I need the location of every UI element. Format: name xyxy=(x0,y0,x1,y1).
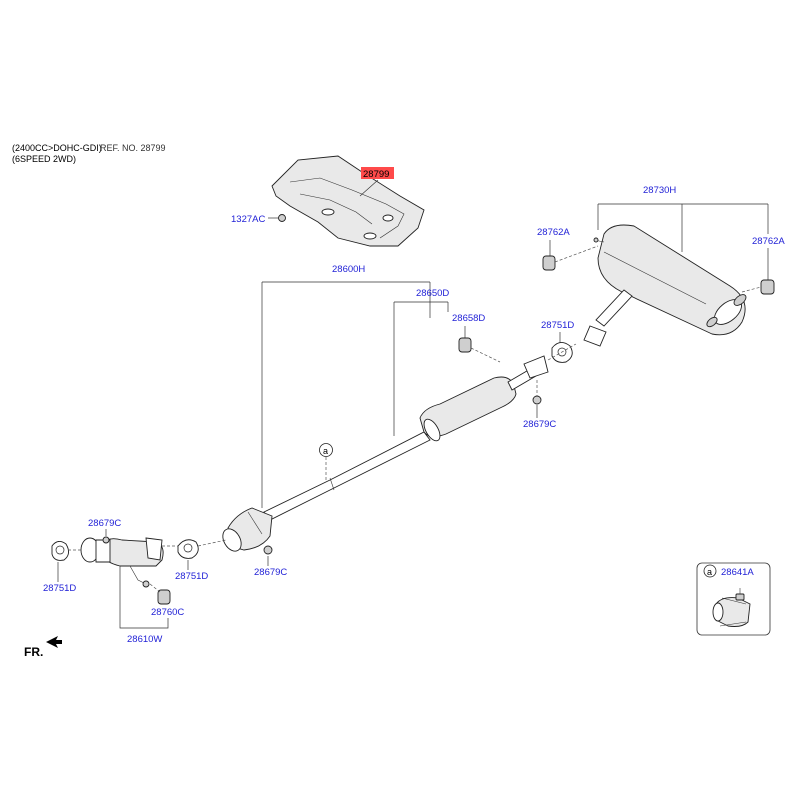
heat-protector-part[interactable] xyxy=(271,155,425,247)
gasket-part-front-left[interactable] xyxy=(51,541,69,561)
callout-gasket-front-right[interactable]: 28751D xyxy=(175,571,208,582)
callout-hanger-right[interactable]: 28762A xyxy=(752,236,785,247)
callout-gasket-front-left[interactable]: 28751D xyxy=(43,583,76,594)
gasket-part-front-right[interactable] xyxy=(177,539,199,559)
callout-nut-front-top[interactable]: 28679C xyxy=(88,518,121,529)
callout-hanger-left[interactable]: 28762A xyxy=(537,227,570,238)
front-arrow-icon xyxy=(46,636,62,648)
callout-heat-protector[interactable]: 28799 xyxy=(363,169,389,180)
nut-part-top[interactable] xyxy=(278,214,286,222)
gasket-part-rear[interactable] xyxy=(551,342,573,363)
callout-gasket-rear[interactable]: 28751D xyxy=(541,320,574,331)
callout-center-muffler[interactable]: 28650D xyxy=(416,288,449,299)
nut-part-center[interactable] xyxy=(532,395,542,405)
highlight-box xyxy=(361,167,394,179)
hanger-part-right[interactable] xyxy=(760,279,775,295)
callout-hanger-front[interactable]: 28760C xyxy=(151,607,184,618)
engine-spec-label: (2400CC>DOHC-GDI) xyxy=(12,143,102,153)
callout-center-pipe[interactable]: 28600H xyxy=(332,264,365,275)
front-pipe-part[interactable] xyxy=(80,537,164,588)
callout-nut-top[interactable]: 1327AC xyxy=(231,214,265,225)
ref-number-label: REF. NO. 28799 xyxy=(100,143,166,153)
front-direction-label: FR. xyxy=(24,645,43,659)
callout-nut-center[interactable]: 28679C xyxy=(523,419,556,430)
callout-nut-front-bottom[interactable]: 28679C xyxy=(254,567,287,578)
transmission-spec-label: (6SPEED 2WD) xyxy=(12,154,77,164)
svg-text:a: a xyxy=(323,446,328,456)
center-pipe-part[interactable] xyxy=(219,355,549,554)
nut-part-front-top[interactable] xyxy=(102,536,110,544)
callout-clamp-part[interactable]: 28641A xyxy=(721,567,754,578)
callout-hanger-center[interactable]: 28658D xyxy=(452,313,485,324)
svg-text:a: a xyxy=(707,567,712,577)
clamp-position-marker[interactable]: a xyxy=(319,443,333,457)
clamp-detail-box[interactable]: a 28641A xyxy=(696,562,771,636)
callout-main-muffler[interactable]: 28730H xyxy=(643,185,676,196)
main-muffler-part[interactable] xyxy=(583,224,748,347)
callout-front-pipe[interactable]: 28610W xyxy=(127,634,162,645)
clamp-part[interactable] xyxy=(712,588,751,627)
hanger-part-front[interactable] xyxy=(157,589,171,605)
hanger-part-center[interactable] xyxy=(458,337,472,353)
nut-part-front-bottom[interactable] xyxy=(263,545,273,555)
hanger-part-left[interactable] xyxy=(542,255,556,271)
